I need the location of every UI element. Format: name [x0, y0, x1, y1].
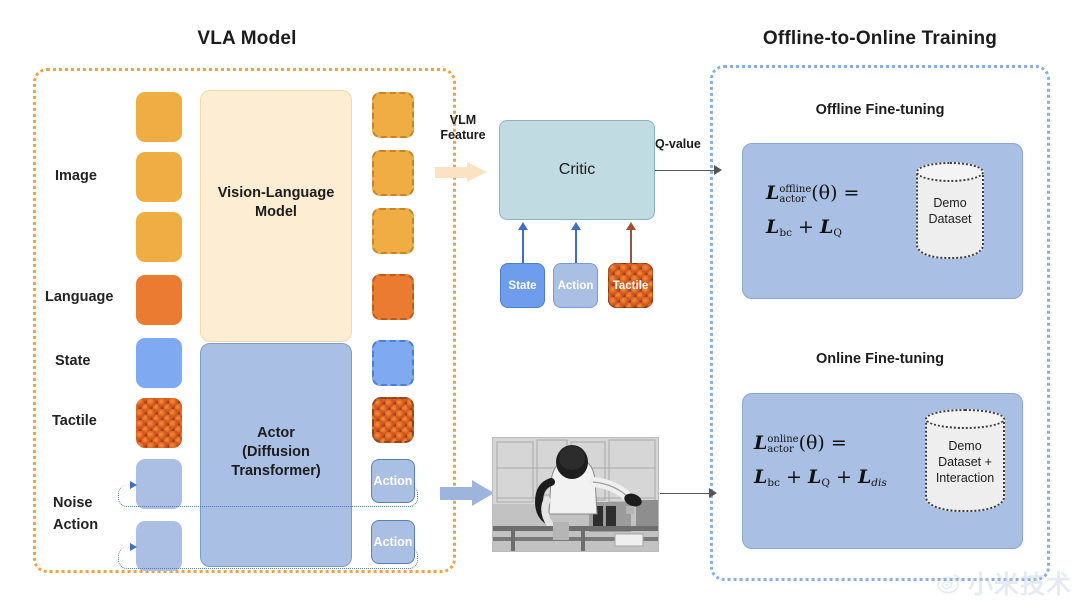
critic-input-tactile: Tactile	[608, 263, 653, 308]
cylinder-cap	[925, 409, 1005, 429]
noise-action-token-2	[136, 521, 182, 571]
language-token	[136, 275, 182, 325]
critic-state-arrow	[518, 222, 528, 263]
feedback-loop-1	[118, 485, 418, 507]
online-formula-superscript: online	[767, 434, 799, 446]
watermark-text: 小米技术	[967, 571, 1072, 599]
cylinder-cap	[916, 162, 984, 182]
offline-formula-superscript: offline	[779, 184, 812, 196]
feedback-arrow-1	[130, 481, 137, 489]
demo-dataset-cylinder-online: Demo Dataset + Interaction	[925, 409, 1005, 512]
offline-to-online-panel	[710, 65, 1050, 581]
vision-language-model-box: Vision-Language Model	[200, 90, 352, 342]
online-fine-tuning-title: Online Fine-tuning	[815, 351, 945, 367]
page-title-vla: VLA Model	[197, 28, 297, 49]
feedback-arrow-2	[130, 543, 137, 551]
vlm-feature-arrow	[435, 162, 487, 182]
input-label-noise: Noise	[53, 495, 93, 511]
critic-tactile-arrow	[626, 222, 636, 263]
robot-to-online-line	[660, 493, 712, 495]
critic-input-state: State	[500, 263, 545, 308]
action-to-robot-arrow-shaft	[440, 487, 476, 500]
action-output-chip-2: Action	[371, 520, 415, 564]
online-formula-suffix: (θ) =	[798, 432, 847, 454]
actor-diffusion-transformer-box: Actor (Diffusion Transformer)	[200, 343, 352, 567]
db-label-offline: Demo Dataset	[918, 195, 982, 227]
online-formula-subscript: actor	[767, 444, 794, 456]
action-to-robot-arrow-head	[472, 480, 494, 506]
q-value-arrow-head	[714, 165, 722, 175]
input-label-image: Image	[55, 168, 97, 184]
output-token-language	[372, 274, 414, 320]
arrow-shaft	[435, 167, 469, 178]
online-loss-formula-line2: Lbc + LQ + Ldis	[754, 466, 887, 489]
db-label-online: Demo Dataset + Interaction	[927, 438, 1003, 486]
critic-box: Critic	[499, 120, 655, 220]
page-title-offline-to-online: Offline-to-Online Training	[762, 28, 998, 49]
feedback-loop-2	[118, 547, 418, 569]
q-value-label: Q-value	[655, 137, 701, 151]
output-token-image-1	[372, 92, 414, 138]
vlm-label-line1: Vision-Language	[217, 185, 335, 201]
arrow-line	[522, 228, 524, 263]
db-line1: Demo	[933, 196, 967, 210]
arrow-head-icon	[518, 222, 528, 230]
critic-label: Critic	[558, 161, 596, 178]
vlm-feature-label-line2: Feature	[440, 128, 486, 142]
offline-formula-suffix: (θ) =	[811, 182, 860, 204]
robot-photo	[492, 437, 659, 552]
critic-action-arrow	[571, 222, 581, 263]
watermark: 小米技术	[937, 565, 1072, 601]
offline-formula-subscript: actor	[779, 194, 806, 206]
image-token-3	[136, 212, 182, 262]
vla-model-panel	[33, 68, 456, 573]
robot-to-online-arrow-head	[709, 488, 717, 498]
input-label-state: State	[55, 353, 91, 369]
output-token-tactile	[372, 397, 414, 443]
output-token-state	[372, 340, 414, 386]
q-value-line	[655, 170, 717, 172]
image-token-2	[136, 152, 182, 202]
vlm-label-line2: Model	[255, 204, 297, 220]
arrow-head-icon	[571, 222, 581, 230]
actor-label-line1: Actor	[257, 425, 295, 441]
input-label-noise-action: Action	[53, 517, 99, 533]
actor-label-line2: (Diffusion	[242, 444, 310, 460]
db-line2: Dataset +	[938, 455, 992, 469]
arrow-line	[575, 228, 577, 263]
noise-action-token-1	[136, 459, 182, 509]
robot-scene-illustration	[493, 438, 658, 551]
vlm-feature-label: VLM Feature	[430, 113, 496, 143]
actor-label-line3: Transformer)	[231, 463, 321, 479]
db-line1: Demo	[948, 439, 982, 453]
arrow-line	[630, 228, 632, 263]
arrow-head	[467, 162, 487, 182]
output-token-image-2	[372, 150, 414, 196]
image-token-1	[136, 92, 182, 142]
demo-dataset-cylinder-offline: Demo Dataset	[916, 162, 984, 259]
weibo-icon	[937, 574, 962, 594]
action-output-chip-1: Action	[371, 459, 415, 503]
critic-input-action: Action	[553, 263, 598, 308]
input-label-tactile: Tactile	[52, 413, 97, 429]
db-line2: Dataset	[928, 212, 972, 226]
tactile-token	[136, 398, 182, 448]
arrow-head-icon	[626, 222, 636, 230]
output-token-image-3	[372, 208, 414, 254]
db-line3: Interaction	[935, 471, 995, 485]
input-label-language: Language	[45, 289, 114, 305]
state-token	[136, 338, 182, 388]
offline-loss-formula-line2: Lbc + LQ	[766, 216, 842, 239]
offline-fine-tuning-title: Offline Fine-tuning	[815, 102, 945, 118]
vlm-feature-label-line1: VLM	[449, 113, 477, 127]
